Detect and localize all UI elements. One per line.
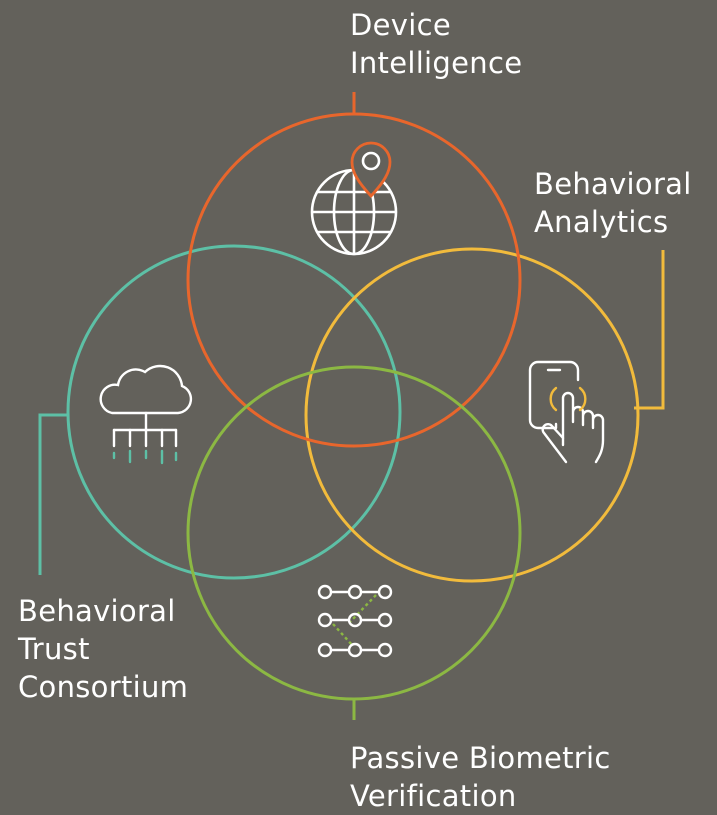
device-intelligence-label: Device Intelligence: [350, 6, 522, 82]
analytics-circle: [304, 247, 640, 583]
device-circle: [186, 112, 522, 448]
trust-circle: [66, 244, 402, 580]
trust-label-line-1: Behavioral: [18, 594, 176, 628]
trust-connector-line: [38, 413, 68, 575]
analytics-label-line-1: Behavioral: [534, 167, 692, 201]
analytics-connector-line: [634, 250, 665, 410]
biometric-label-line-1: Passive Biometric: [350, 741, 611, 775]
behavioral-analytics-label: Behavioral Analytics: [534, 165, 692, 241]
device-label-line-2: Intelligence: [350, 46, 523, 80]
phone-touch-icon: [528, 360, 605, 464]
trust-label-line-3: Consortium: [18, 670, 189, 704]
behavioral-trust-consortium-label: Behavioral Trust Consortium: [18, 592, 188, 706]
trust-label-line-2: Trust: [18, 632, 90, 666]
passive-biometric-verification-label: Passive Biometric Verification: [350, 739, 611, 815]
node-pattern-icon: [317, 584, 393, 658]
globe-location-pin-icon: [310, 141, 398, 256]
analytics-label-line-2: Analytics: [534, 205, 669, 239]
biometric-circle: [186, 365, 522, 701]
cloud-network-icon: [99, 364, 193, 465]
biometric-label-line-2: Verification: [350, 779, 517, 813]
device-label-line-1: Device: [350, 8, 451, 42]
